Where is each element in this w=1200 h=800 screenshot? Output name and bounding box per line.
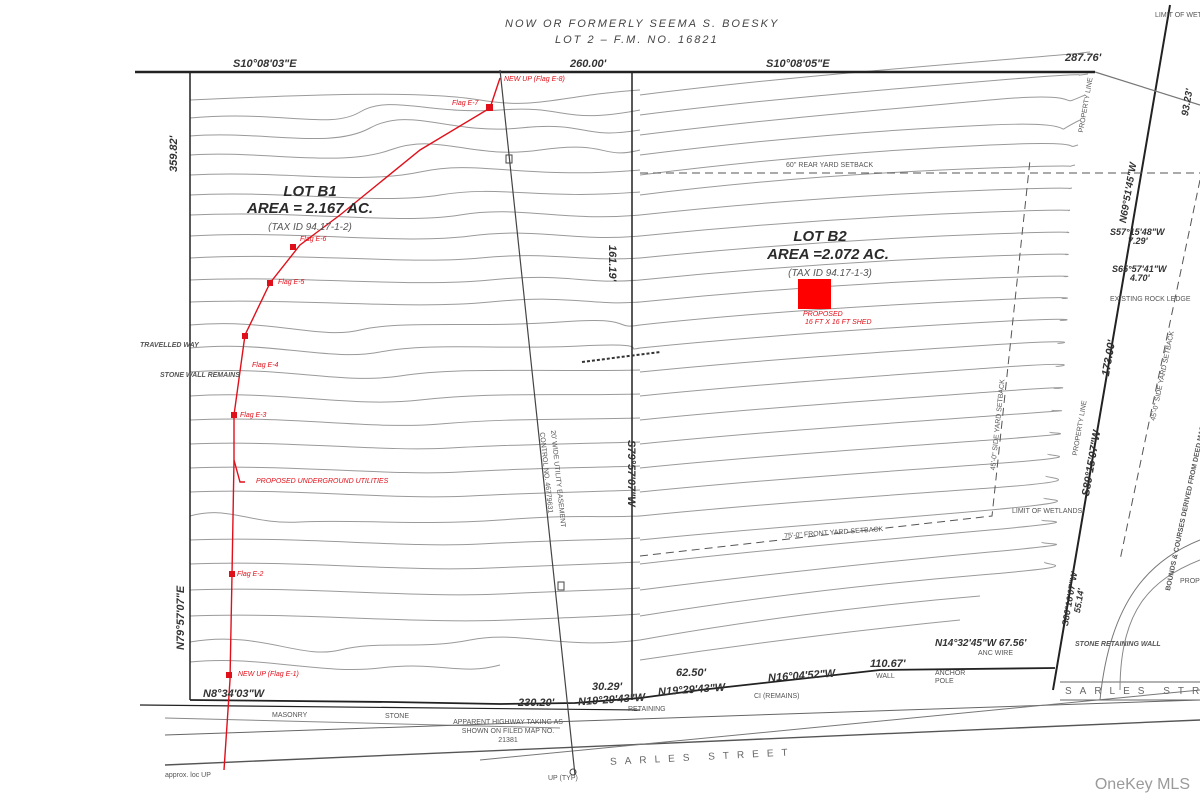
distance-bottom-4: 110.67' — [870, 658, 906, 670]
label-anchor-pole: ANCHOR POLE — [935, 670, 966, 685]
bearing-top-right: S10°08'05"E — [766, 58, 830, 70]
label-travelled-way: TRAVELLED WAY — [140, 342, 199, 349]
bearing-top-left: S10°08'03"E — [233, 58, 297, 70]
distance-left: 359.82' — [168, 135, 180, 172]
label-limit-wetlands-1: LIMIT OF WETLANDS — [1155, 12, 1200, 19]
label-flag-e2: Flag E-2 — [237, 571, 264, 578]
bearing-mid-line: S79°57'07"W — [625, 440, 637, 507]
adjoining-lot-label: LOT 2 – F.M. NO. 16821 — [555, 34, 719, 46]
label-highway-taking: APPARENT HIGHWAY TAKING AS SHOWN ON FILE… — [453, 719, 563, 744]
label-flag-e7: Flag E-7 — [452, 100, 479, 107]
distance-top-right: 287.76' — [1065, 52, 1102, 64]
adjoining-owner-label: NOW OR FORMERLY SEEMA S. BOESKY — [505, 18, 780, 30]
label-approx-loc: approx. loc UP — [165, 772, 211, 779]
label-flag-e4: Flag E-4 — [252, 362, 279, 369]
proposed-underground-utilities — [223, 77, 501, 771]
lot-b2-tax-id: (TAX ID 94.17-1-3) — [788, 268, 872, 279]
bearing-bottom-5: N14°32'45"W 67.56' — [935, 638, 1027, 649]
lot-b2-area: AREA =2.072 AC. — [767, 246, 889, 263]
label-up-typ: UP (TYP) — [548, 775, 578, 782]
label-proposed-utilities: PROPOSED UNDERGROUND UTILITIES — [256, 478, 389, 485]
label-masonry: MASONRY — [272, 712, 308, 719]
label-flag-e3: Flag E-3 — [240, 412, 267, 419]
utility-easement-line — [499, 69, 577, 776]
street-name-sarles-right: SARLES STREET — [1065, 686, 1200, 697]
shed-label-size: 16 FT X 16 FT SHED — [805, 319, 872, 326]
label-ci-remains: CI (REMAINS) — [754, 693, 800, 700]
setback-lines — [639, 159, 1200, 561]
distance-mid-line: 161.19' — [606, 245, 618, 282]
label-limit-wetlands-2: LIMIT OF WETLANDS — [1012, 508, 1083, 515]
bearing-right-b1: S57°15'48"W — [1110, 227, 1165, 237]
label-proposed-right: PROP STO ANI — [1180, 578, 1200, 585]
label-rock-ledge: EXISTING ROCK LEDGE — [1110, 296, 1191, 303]
label-stone-retaining-wall: STONE RETAINING WALL — [1075, 641, 1161, 648]
utility-flags — [226, 104, 493, 678]
label-wall: WALL — [876, 673, 895, 680]
shed-label-proposed: PROPOSED — [803, 311, 843, 318]
distance-right-b2: 4.70' — [1130, 273, 1150, 283]
bearing-bottom-left: N8°34'03"W — [203, 688, 265, 700]
distance-bottom-3: 62.50' — [676, 667, 707, 679]
distance-bottom-1: 230.20' — [518, 697, 555, 709]
onekey-mls-watermark: OneKey MLS — [1094, 776, 1190, 793]
lot-b1-area: AREA = 2.167 AC. — [246, 200, 374, 217]
bearing-right-b2: S65°57'41"W — [1112, 264, 1167, 274]
stone-wall-segment — [581, 351, 661, 363]
label-new-up-top: NEW UP (Flag E-8) — [504, 76, 565, 83]
label-rear-setback: 60'' REAR YARD SETBACK — [786, 162, 874, 169]
proposed-shed — [798, 279, 831, 309]
lot-b1-title: LOT B1 — [283, 183, 337, 200]
lot-b1-tax-id: (TAX ID 94.17-1-2) — [268, 222, 352, 233]
distance-bottom-2: 30.29' — [592, 681, 623, 693]
bearing-left-lower: N79°57'07"E — [175, 585, 187, 650]
label-stone-wall: STONE WALL REMAINS — [160, 372, 240, 379]
label-stone: STONE — [385, 713, 409, 720]
label-flag-e6: Flag E-6 — [300, 236, 327, 243]
property-boundaries — [135, 4, 1200, 766]
label-anc-wire: ANC WIRE — [978, 650, 1013, 657]
lot-b2-title: LOT B2 — [793, 228, 847, 245]
distance-top-mid: 260.00' — [570, 58, 607, 70]
distance-right-b1: 7.29' — [1128, 236, 1148, 246]
label-flag-e5: Flag E-5 — [278, 279, 305, 286]
contour-lines — [189, 51, 1091, 671]
label-new-up-bottom: NEW UP (Flag E-1) — [238, 671, 299, 678]
label-retaining: RETAINING — [628, 706, 666, 713]
wetlands-boundary — [1099, 539, 1200, 701]
